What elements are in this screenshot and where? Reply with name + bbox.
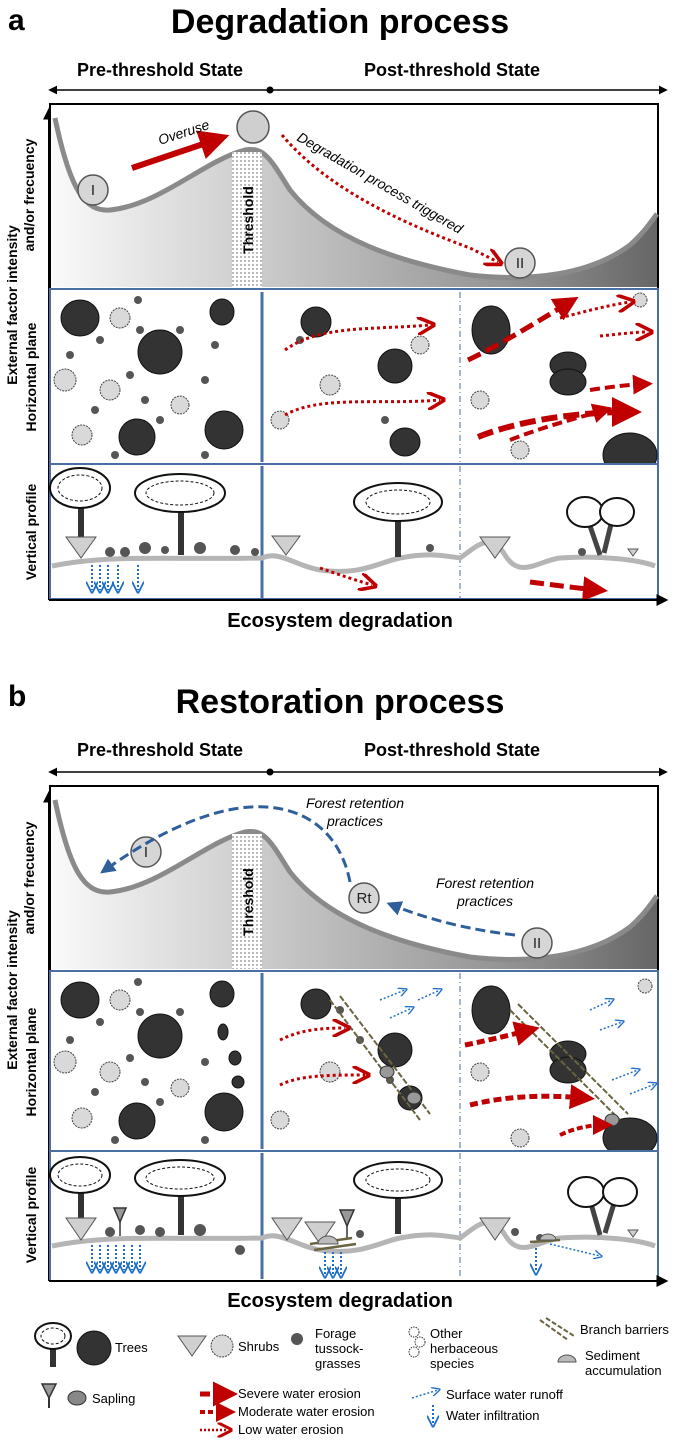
tussock-horizontal-a — [66, 296, 389, 459]
y-axis-label-line2: and/or frecuency — [21, 138, 37, 251]
horizontal-plane-label: Horizontal plane — [23, 322, 39, 431]
legend-herbaceous-icon — [408, 1326, 426, 1358]
state-divider-dot — [266, 86, 274, 94]
legend-other-line1: Other — [430, 1326, 463, 1341]
panel-a-title: Degradation process — [171, 3, 509, 41]
legend: Trees Shrubs Forage tussock- grasses Oth… — [34, 1317, 669, 1437]
landscape-curve — [52, 117, 659, 280]
state-divider-dot — [266, 768, 274, 776]
restoration-arrow-2 — [386, 901, 516, 937]
saplings-vertical-b — [112, 1207, 356, 1238]
legend-forage-line3: grasses — [315, 1356, 361, 1371]
legend-sediment-line1: Sediment — [585, 1348, 640, 1363]
legend-other-line3: species — [430, 1356, 475, 1371]
overuse-arrow — [131, 130, 230, 171]
legend-shrub-icon — [177, 1334, 234, 1358]
legend-forage-line1: Forage — [315, 1326, 356, 1341]
erosion-arrows-vertical-a — [319, 566, 608, 602]
legend-runoff-label: Surface water runoff — [446, 1387, 563, 1402]
ball-state-1 — [130, 836, 162, 868]
pre-threshold-label: Pre-threshold State — [77, 740, 243, 760]
y-axis-label-line2: and/or frecuency — [21, 821, 37, 934]
shrubs-vertical-b — [65, 1217, 639, 1245]
panel-b: b Restoration process Pre-threshold Stat… — [4, 680, 669, 1312]
landscape-curve — [52, 799, 659, 962]
legend-severe-label: Severe water erosion — [238, 1386, 361, 1401]
runoff-arrows-horizontal-b — [379, 990, 655, 1095]
legend-sapling-label: Sapling — [92, 1391, 135, 1406]
ball-state-2 — [521, 927, 553, 959]
legend-branch-icon — [539, 1317, 575, 1341]
legend-low-label: Low water erosion — [238, 1422, 344, 1437]
ground-line-a — [51, 539, 656, 574]
panel-a: a Degradation process Pre-threshold Stat… — [4, 3, 669, 632]
y-axis-label-line1: External factor intensity — [4, 910, 20, 1070]
shrubs-vertical-a — [65, 535, 639, 559]
threshold-bar — [232, 834, 262, 969]
x-axis-label: Ecosystem degradation — [227, 1290, 453, 1312]
legend-tussock-icon — [291, 1333, 303, 1345]
threshold-label: Threshold — [240, 186, 256, 254]
threshold-label: Threshold — [240, 868, 256, 936]
practices-1-line1: Forest retention — [306, 795, 404, 811]
ball-rt-label: Rt — [357, 890, 373, 907]
legend-shrubs-label: Shrubs — [238, 1339, 280, 1354]
ball-state-2-label: II — [516, 255, 524, 272]
panel-b-letter: b — [8, 680, 26, 713]
ball-state-1 — [77, 174, 109, 206]
runoff-arrow-vertical-b — [549, 1243, 600, 1256]
legend-forage-line2: tussock- — [315, 1341, 363, 1356]
tussock-horizontal-b — [66, 978, 394, 1144]
x-axis-label: Ecosystem degradation — [227, 610, 453, 632]
practices-2-line2: practices — [456, 893, 513, 909]
legend-infiltration-label: Water infiltration — [446, 1408, 539, 1423]
trees-vertical-b — [49, 1156, 638, 1236]
panel-b-title: Restoration process — [176, 683, 505, 721]
infiltration-arrows-b — [92, 1245, 536, 1275]
ball-state-2-label: II — [533, 935, 541, 952]
practices-1-line2: practices — [326, 813, 383, 829]
pre-threshold-label: Pre-threshold State — [77, 60, 243, 80]
threshold-bar — [232, 152, 262, 287]
horizontal-plane-label: Horizontal plane — [23, 1007, 39, 1116]
shrubs-horizontal-a — [53, 292, 648, 460]
legend-trees-label: Trees — [115, 1340, 148, 1355]
restoration-arrow-1 — [100, 805, 352, 883]
legend-tree-icon — [34, 1322, 112, 1367]
ball-threshold — [236, 110, 270, 144]
legend-other-line2: herbaceous — [430, 1341, 498, 1356]
ball-state-1-label: I — [91, 182, 95, 199]
tussock-vertical-a — [105, 542, 586, 557]
erosion-arrows-horizontal-b — [279, 1028, 613, 1137]
degradation-arrow — [280, 134, 498, 262]
landscape-fill — [51, 800, 657, 969]
legend-branch-label: Branch barriers — [580, 1322, 669, 1337]
infiltration-arrows-a — [92, 565, 138, 590]
legend-sapling-icon — [40, 1383, 87, 1408]
legend-sediment-line2: accumulation — [585, 1363, 662, 1378]
shrubs-horizontal-b — [53, 978, 653, 1148]
erosion-arrows-horizontal-a — [284, 302, 648, 442]
sediment-vertical-b — [317, 1233, 557, 1245]
landscape-fill — [51, 118, 657, 287]
ball-state-1-label: I — [144, 844, 148, 861]
legend-runoff-icon — [411, 1390, 438, 1399]
legend-sediment-icon — [557, 1354, 577, 1363]
legend-moderate-label: Moderate water erosion — [238, 1404, 375, 1419]
panel-a-letter: a — [8, 4, 25, 37]
vertical-profile-label: Vertical profile — [23, 484, 39, 581]
y-axis-label-line1: External factor intensity — [4, 225, 20, 385]
practices-2-line1: Forest retention — [436, 875, 534, 891]
ball-rt — [348, 882, 380, 914]
post-threshold-label: Post-threshold State — [364, 60, 540, 80]
post-threshold-label: Post-threshold State — [364, 740, 540, 760]
vertical-profile-label: Vertical profile — [23, 1167, 39, 1264]
trees-vertical-a — [49, 467, 635, 557]
